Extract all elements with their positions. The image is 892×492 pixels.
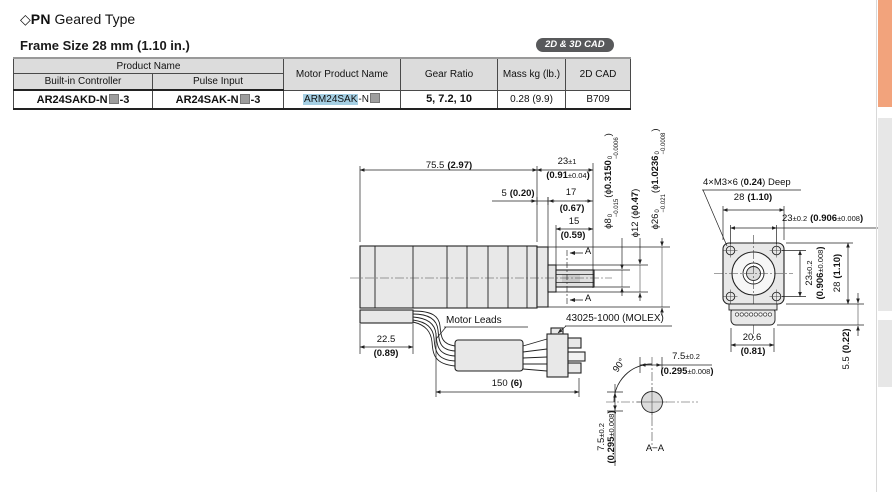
front-view-dimensions [702,189,880,352]
dim-17-mm: 17 [565,186,577,198]
cad-badge: 2D & 3D CAD [536,38,614,52]
highlighted-model: ARM24SAK [303,94,359,106]
cell-pulse-model: AR24SAK-N-3 [152,89,284,110]
dim-frame-height-right: 28(1.10) [831,253,843,293]
section-label: A−A [645,442,665,454]
side-view-dimensions [359,163,672,397]
front-view-drawing [714,235,793,341]
col-gear-ratio: Gear Ratio [400,57,498,91]
col-2d-cad: 2D CAD [565,57,631,91]
col-builtin-controller: Built-in Controller [13,73,153,91]
section-mark-a-bottom: A [584,292,592,304]
dim-connector-height: 5.5(0.22) [840,328,852,370]
cell-mass: 0.28 (9.9) [497,89,566,110]
dim-17-in: (0.67) [559,202,585,214]
dim-screw-pitch-right-mm: 23±0.2 [803,260,815,286]
dim-shaft-assembly-mm: 23±1 [557,155,577,167]
dim-rear-length-mm: 22.5 [376,333,396,345]
page-index-tab-orange [878,0,892,107]
frame-size-heading: Frame Size 28 mm (1.10 in.) [20,38,190,53]
cell-2d-cad: B709 [565,89,631,110]
dim-rear-length-in: (0.89) [373,347,399,359]
spec-table: Product Name Motor Product Name Gear Rat… [13,57,631,110]
dim-flat-offset-h-mm: 7.5±0.2 [672,350,700,362]
col-pulse-input: Pulse Input [152,73,284,91]
dim-flat-offset-v-in: (0.295±0.008) [605,410,617,464]
dim-overall-length: 75.5(2.97) [425,159,473,171]
diamond-icon: ◇ [20,11,31,27]
side-view-drawing [350,245,612,378]
dim-pilot-diameter-12: ϕ12 (ϕ0.47) [629,188,641,238]
dim-shaft-assembly-in: (0.91±0.04) [546,169,590,181]
cell-builtin-model: AR24SAKD-N-3 [13,89,153,110]
dim-spacer: 5(0.20) [501,187,535,199]
dim-flat-offset-h-in: (0.295±0.008) [660,365,714,377]
dim-15-mm: 15 [568,215,580,227]
col-mass: Mass kg (lb.) [497,57,566,91]
dim-frame-width-top: 28(1.10) [733,191,773,203]
section-mark-a-top: A [584,245,592,257]
dim-screw-pitch-top: 23±0.2(0.906±0.008) [782,213,864,224]
table-row: AR24SAKD-N-3 AR24SAK-N-3 ARM24SAK-N 5, 7… [13,89,631,110]
dim-screw-pitch-right-in: (0.906±0.008) [814,246,826,300]
motor-leads-label: Motor Leads [446,315,502,326]
dim-connector-width-in: (0.81) [740,345,766,357]
variable-box-icon [108,93,119,104]
connector-part-number-label: 43025-1000 (MOLEX) [566,313,664,324]
page-edge-divider [876,0,877,492]
series-type: Geared Type [50,11,136,27]
dim-lead-length: 150(6) [491,377,523,389]
cell-motor-model: ARM24SAK-N [283,89,401,110]
screw-hole-label: 4×M3×6 (0.24) Deep [703,177,791,188]
page-index-tab-gray-1 [878,118,892,311]
variable-box-icon [369,93,380,104]
section-view-drawing [606,357,712,466]
page-title: ◇PN Geared Type [20,11,135,28]
page-index-tab-gray-2 [878,320,892,387]
dim-connector-width-mm: 20.6 [742,331,762,343]
series-name: PN [30,11,51,27]
variable-box-icon [239,93,250,104]
dim-15-in: (0.59) [560,229,586,241]
cell-gear-ratio: 5, 7.2, 10 [400,89,498,110]
